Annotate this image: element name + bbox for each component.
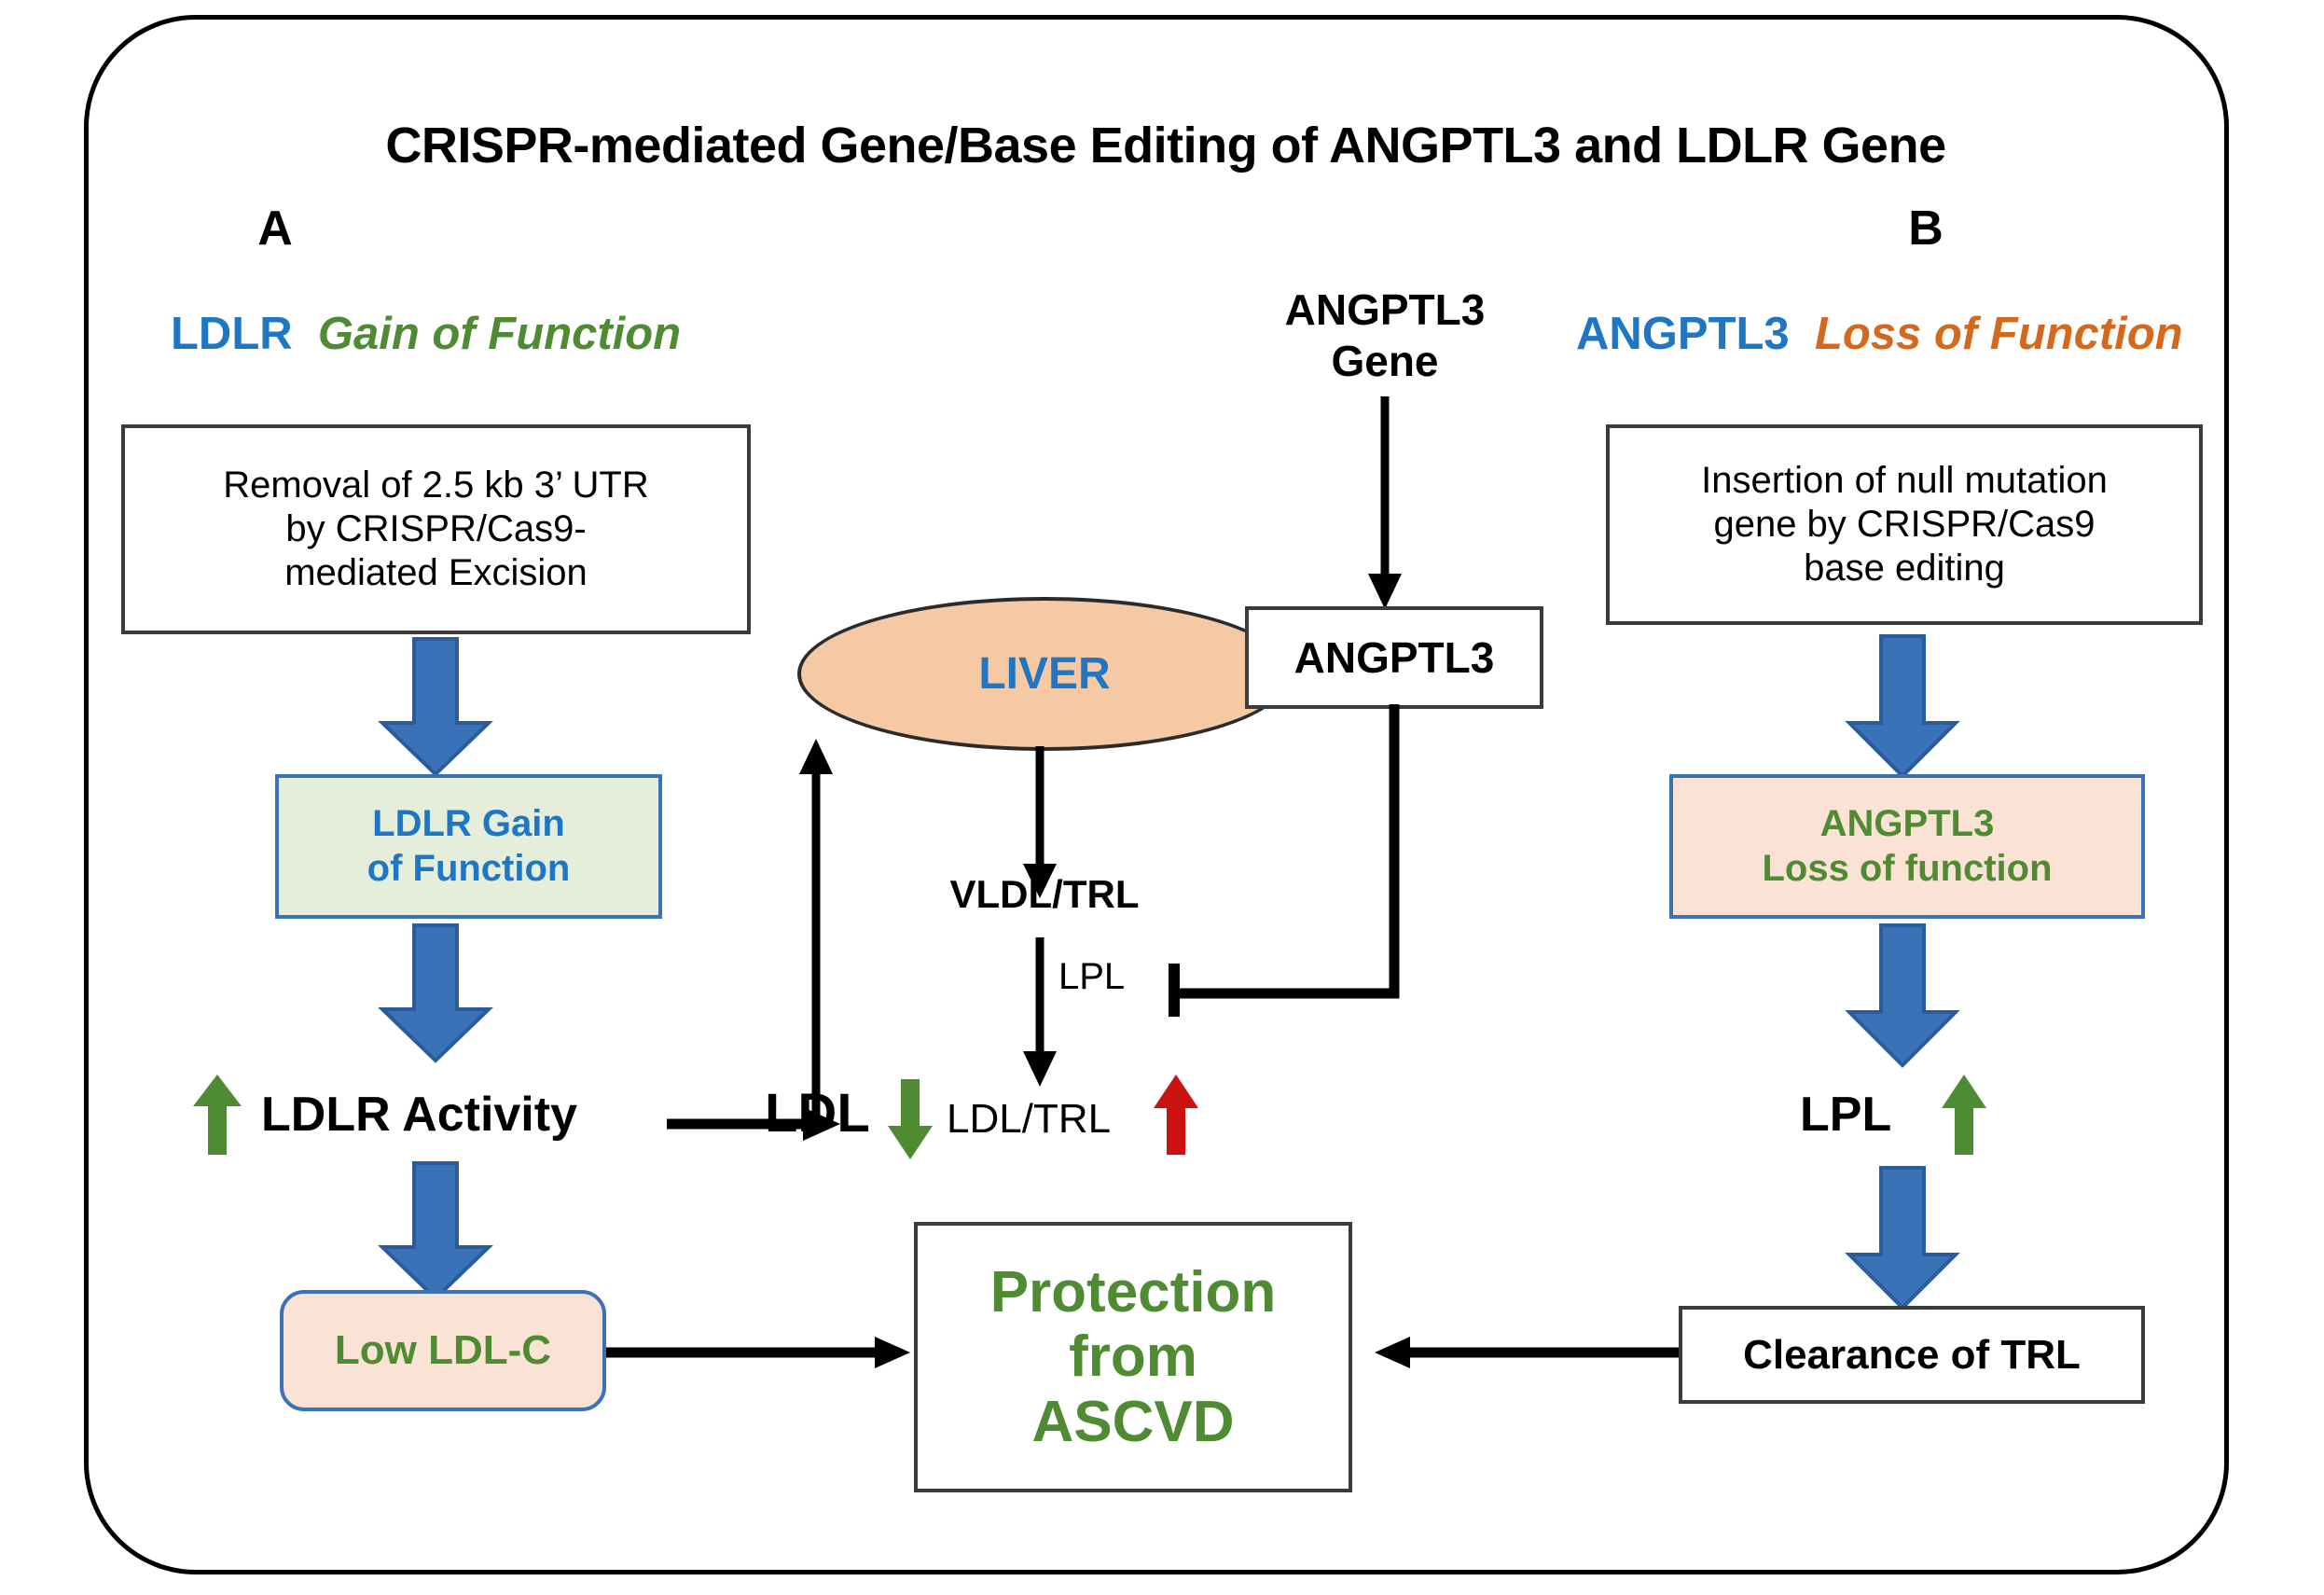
method-line: Removal of 2.5 kb 3’ UTR — [223, 464, 649, 506]
panel-b-heading: ANGPTL3 Loss of Function — [1576, 308, 2183, 360]
panel-b-result-text: ANGPTL3 Loss of function — [1762, 802, 2052, 890]
result-line: of Function — [367, 847, 571, 889]
block-arrow-down-b1 — [1842, 634, 1963, 779]
block-arrow-down-a1 — [375, 637, 496, 777]
ascvd-line: ASCVD — [1031, 1389, 1235, 1454]
thin-arrow-vldl-to-ldltrl — [1012, 937, 1068, 1091]
result-line: LDLR Gain — [372, 803, 565, 845]
method-line: gene by CRISPR/Cas9 — [1713, 503, 2096, 545]
panel-a-method-box: Removal of 2.5 kb 3’ UTR by CRISPR/Cas9-… — [121, 424, 751, 634]
up-arrow-green-lpl — [1940, 1073, 1988, 1157]
angptl3-protein-box: ANGPTL3 — [1245, 606, 1543, 709]
down-arrow-green-ldl — [886, 1077, 934, 1161]
panel-letter-b: B — [1908, 201, 1944, 256]
ldl-trl-label: LDL/TRL — [947, 1096, 1112, 1142]
panel-a-heading-effect: Gain of Function — [317, 309, 682, 359]
panel-a-heading: LDLR Gain of Function — [171, 308, 681, 360]
panel-b-result-box: ANGPTL3 Loss of function — [1669, 774, 2145, 919]
method-line: by CRISPR/Cas9- — [285, 507, 587, 549]
angptl3-gene-label: ANGPTL3 Gene — [1254, 284, 1515, 387]
up-arrow-green-ldlr-activity — [191, 1073, 243, 1157]
ldlr-activity-label: LDLR Activity — [261, 1088, 577, 1142]
method-line: Insertion of null mutation — [1701, 459, 2108, 501]
block-arrow-down-b3 — [1842, 1166, 1963, 1311]
result-line: ANGPTL3 — [1819, 803, 1995, 845]
thin-arrow-ldl-to-liver — [788, 737, 844, 1115]
thin-arrow-gene-to-protein — [1357, 396, 1413, 611]
panel-a-result-text: LDLR Gain of Function — [367, 802, 571, 890]
panel-letter-a: A — [257, 201, 293, 256]
ascvd-line: from — [1069, 1325, 1197, 1390]
panel-b-heading-effect: Loss of Function — [1814, 309, 2183, 359]
method-line: base editing — [1804, 548, 2005, 589]
panel-a-outcome-box: Low LDL-C — [280, 1290, 606, 1411]
panel-b-heading-gene: ANGPTL3 — [1576, 309, 1790, 359]
block-arrow-down-a2 — [375, 923, 496, 1063]
figure-title: CRISPR-mediated Gene/Base Editing of ANG… — [385, 118, 1946, 173]
up-arrow-red-ldl-trl — [1152, 1073, 1200, 1157]
block-arrow-down-a3 — [375, 1161, 496, 1301]
liver-label: LIVER — [978, 649, 1111, 699]
gene-label-line: Gene — [1331, 337, 1439, 386]
panel-b-method-text: Insertion of null mutation gene by CRISP… — [1701, 459, 2108, 591]
panel-b-outcome-box: Clearance of TRL — [1679, 1306, 2145, 1404]
vldl-trl-label: VLDL/TRL — [949, 872, 1140, 916]
block-arrow-down-b2 — [1842, 923, 1963, 1068]
panel-b-lpl-label: LPL — [1800, 1088, 1892, 1142]
ascvd-text: Protection from ASCVD — [990, 1260, 1277, 1454]
ascvd-line: Protection — [989, 1259, 1277, 1325]
diagram-frame-border — [84, 15, 2229, 1574]
lpl-label-center: LPL — [1058, 956, 1126, 997]
thin-arrow-lowldl-to-ascvd — [606, 1329, 914, 1376]
inhibition-connector-angptl3-lpl — [1161, 704, 1404, 1017]
protection-from-ascvd-box: Protection from ASCVD — [914, 1222, 1352, 1492]
liver-ellipse: LIVER — [797, 597, 1292, 751]
panel-b-method-box: Insertion of null mutation gene by CRISP… — [1606, 424, 2203, 625]
panel-a-result-box: LDLR Gain of Function — [275, 774, 662, 919]
result-line: Loss of function — [1762, 847, 2053, 889]
gene-label-line: ANGPTL3 — [1284, 285, 1486, 334]
panel-a-heading-gene: LDLR — [171, 309, 293, 359]
thin-arrow-clearance-to-ascvd — [1371, 1329, 1679, 1376]
thin-arrow-activity-to-ldl — [667, 1101, 844, 1147]
panel-a-method-text: Removal of 2.5 kb 3’ UTR by CRISPR/Cas9-… — [223, 464, 648, 596]
thin-arrow-liver-to-vldl — [1012, 746, 1068, 900]
method-line: mediated Excision — [284, 552, 588, 594]
